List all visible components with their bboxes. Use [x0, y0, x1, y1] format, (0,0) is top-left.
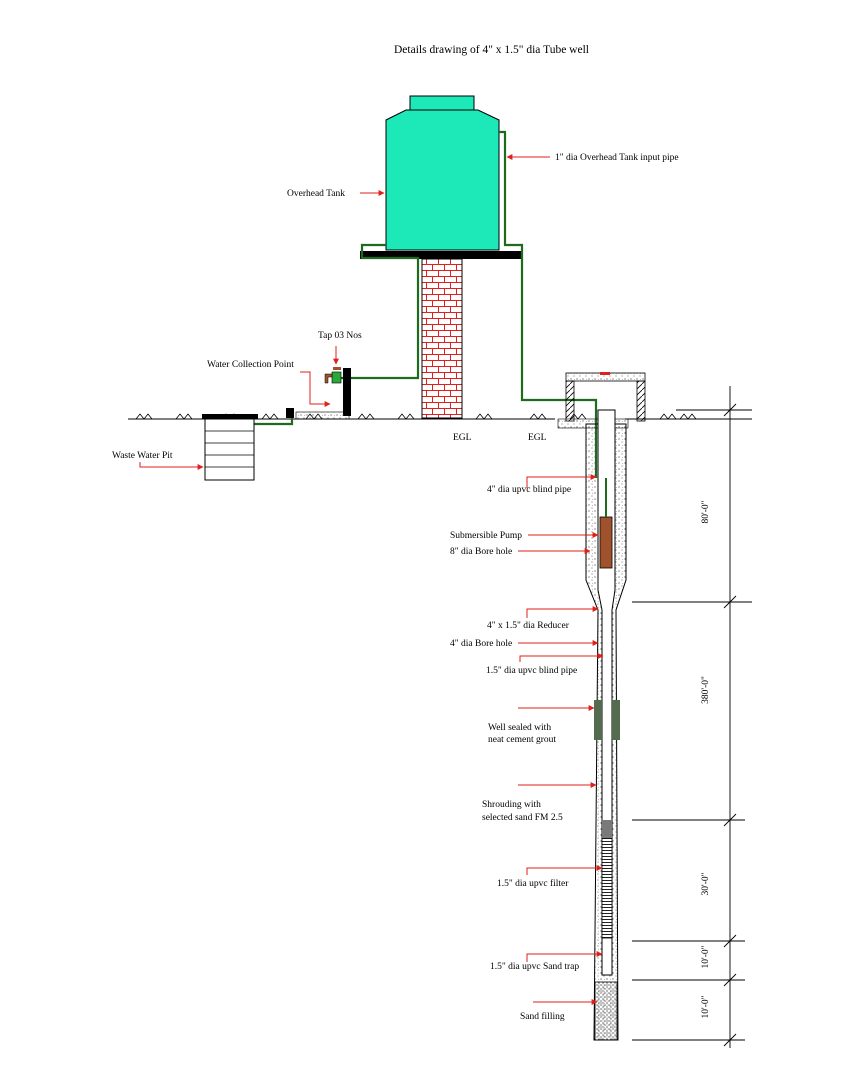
diagram-title: Details drawing of 4" x 1.5" dia Tube we…	[394, 44, 589, 56]
submersible-pump	[599, 516, 613, 569]
collection-slab	[295, 411, 350, 420]
arrow-blind-pipe-15in	[519, 653, 604, 662]
tank-body	[385, 109, 500, 251]
tap-spout-icon	[324, 373, 333, 384]
label-overhead-tank: Overhead Tank	[287, 189, 345, 199]
label-sand-filling: Sand filling	[520, 1011, 565, 1022]
borehole	[585, 409, 627, 1041]
label-tap: Tap 03 Nos	[318, 331, 362, 341]
tap-handle-icon	[333, 367, 341, 370]
label-shrouding-line2: selected sand FM 2.5	[482, 813, 563, 823]
tap-assembly	[286, 367, 351, 420]
tank-platform	[360, 251, 522, 259]
label-shrouding-line1: Shrouding with	[482, 800, 541, 810]
overhead-tank	[360, 95, 522, 419]
label-tank-input-pipe: 1" dia Overhead Tank input pipe	[555, 153, 679, 163]
drain-outlet	[286, 408, 294, 418]
label-blind-pipe-15in: 1.5" dia upvc blind pipe	[486, 666, 577, 676]
label-egl-left: EGL	[453, 433, 472, 443]
ground-symbol	[357, 413, 375, 420]
dimension-10ft-a: 10'-0"	[701, 945, 711, 968]
label-bore-hole-4in: 4" dia Bore hole	[450, 639, 512, 649]
tap-body-icon	[331, 371, 342, 384]
tank-outlet-pipe	[341, 243, 420, 380]
label-submersible-pump: Submersible Pump	[450, 531, 522, 541]
tank-input-pipe	[499, 130, 598, 478]
arrow-filter	[526, 865, 603, 875]
waste-water-pit	[202, 414, 258, 481]
dimension-80ft: 80'-0"	[701, 500, 711, 523]
label-sealed-line2: neat cement grout	[488, 735, 556, 745]
brick-pillar	[421, 258, 463, 419]
ground-symbol	[261, 413, 279, 420]
filter-collar	[602, 820, 612, 838]
label-sand-trap: 1.5" dia upvc Sand trap	[490, 962, 579, 972]
sand-filling	[594, 981, 618, 1041]
ground-symbol	[135, 413, 153, 420]
label-blind-pipe-4in: 4" dia upvc blind pipe	[487, 485, 571, 495]
ground-symbol	[397, 413, 415, 420]
ground-symbol	[529, 413, 547, 420]
dimension-380ft: 380'-0"	[701, 676, 711, 704]
drain-pipe	[252, 416, 294, 426]
arrow-water-collection	[300, 371, 331, 407]
dimension-10ft-b: 10'-0"	[701, 995, 711, 1018]
label-reducer: 4" x 1.5" dia Reducer	[487, 621, 570, 631]
arrow-sand-trap	[526, 951, 603, 962]
dimension-30ft: 30'-0"	[701, 872, 711, 895]
label-egl-right: EGL	[528, 433, 547, 443]
cement-grout-left	[594, 700, 602, 740]
ground-symbol	[175, 413, 193, 420]
arrow-blind-pipe-4in	[526, 474, 597, 488]
arrow-reducer	[526, 606, 599, 618]
label-bore-hole-8in: 8" dia Bore hole	[450, 547, 512, 557]
label-sealed-line1: Well sealed with	[488, 723, 551, 733]
ground-symbol	[475, 413, 493, 420]
tap-post	[343, 368, 351, 416]
label-filter: 1.5" dia upvc filter	[497, 878, 569, 889]
arrow-waste-water-pit	[139, 462, 204, 470]
label-waste-water-pit: Waste Water Pit	[112, 451, 173, 461]
cement-grout-right	[612, 700, 620, 740]
leader-arrows	[139, 154, 604, 1005]
dimension-lines	[632, 386, 752, 1048]
pipes	[252, 130, 598, 478]
upvc-filter	[601, 837, 613, 939]
ground-symbol	[679, 413, 697, 420]
ground-symbol	[659, 413, 677, 420]
label-water-collection-point: Water Collection Point	[207, 360, 294, 370]
